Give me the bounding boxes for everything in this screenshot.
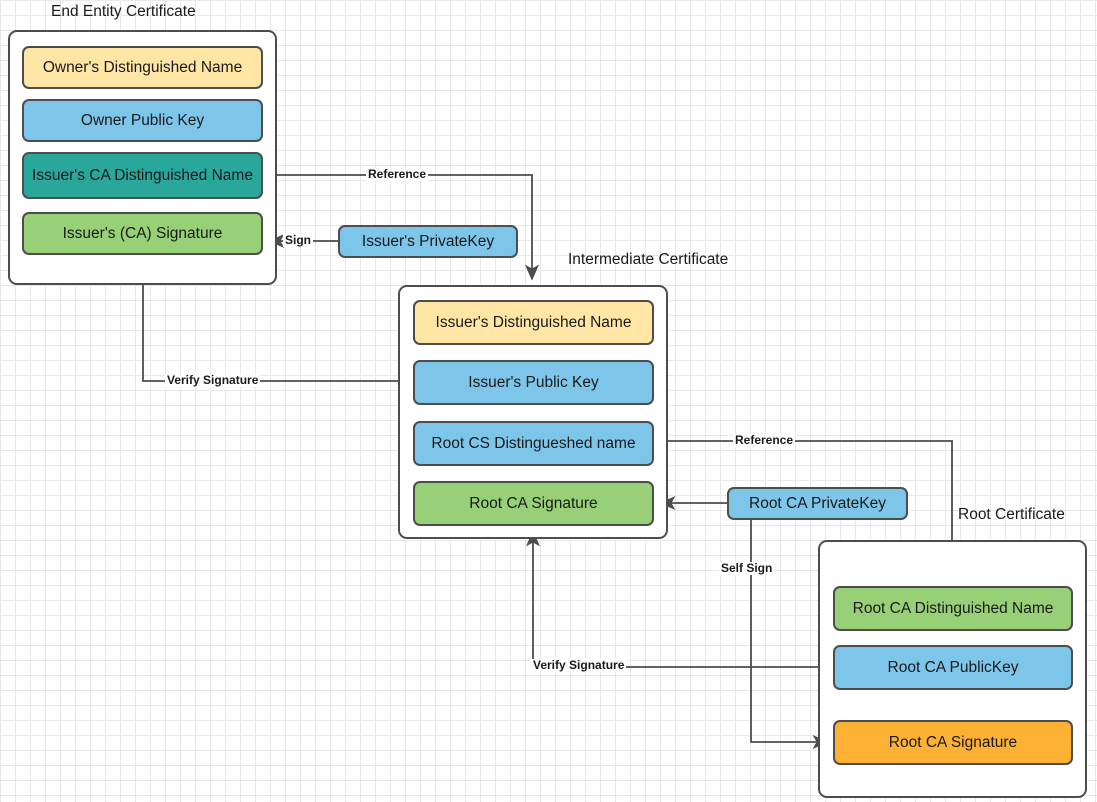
end-entity-row-issuer-ca-distinguished-name[interactable]: Issuer's CA Distinguished Name bbox=[22, 152, 263, 199]
root-row-label: Root CA Distinguished Name bbox=[852, 599, 1054, 617]
intermediate-certificate-title: Intermediate Certificate bbox=[568, 251, 729, 268]
intermediate-row-root-cs-distingueshed-name[interactable]: Root CS Distingueshed name bbox=[413, 421, 654, 466]
intermediate-row-label: Issuer's Distinguished Name bbox=[435, 313, 632, 331]
end-entity-row-owner-distinguished-name[interactable]: Owner's Distinguished Name bbox=[22, 46, 263, 89]
end-entity-row-label: Issuer's (CA) Signature bbox=[62, 224, 223, 242]
edge-label-verify-signature-top: Verify Signature bbox=[165, 373, 261, 387]
edge-verify-signature-bottom bbox=[525, 530, 833, 668]
root-row-root-ca-distinguished-name[interactable]: Root CA Distinguished Name bbox=[833, 586, 1073, 631]
end-entity-certificate-title: End Entity Certificate bbox=[51, 3, 196, 20]
intermediate-row-issuers-distinguished-name[interactable]: Issuer's Distinguished Name bbox=[413, 300, 654, 345]
edge-label-reference-bottom: Reference bbox=[733, 433, 796, 447]
end-entity-row-label: Issuer's CA Distinguished Name bbox=[32, 166, 253, 184]
intermediate-row-label: Root CS Distingueshed name bbox=[431, 434, 636, 452]
edge-label-reference-top: Reference bbox=[366, 167, 429, 181]
edge-label-verify-signature-bottom: Verify Signature bbox=[531, 658, 627, 672]
edge-label-self-sign: Self Sign bbox=[719, 561, 775, 575]
intermediate-row-label: Root CA Signature bbox=[469, 494, 598, 512]
root-row-root-ca-publickey[interactable]: Root CA PublicKey bbox=[833, 645, 1073, 690]
root-ca-privatekey-box[interactable]: Root CA PrivateKey bbox=[727, 487, 908, 520]
intermediate-row-label: Issuer's Public Key bbox=[468, 373, 599, 391]
end-entity-row-owner-public-key[interactable]: Owner Public Key bbox=[22, 99, 263, 142]
edge-label-sign: Sign bbox=[283, 233, 313, 247]
edge-self-sign bbox=[750, 520, 829, 750]
root-certificate-title: Root Certificate bbox=[958, 506, 1065, 523]
intermediate-row-root-ca-signature[interactable]: Root CA Signature bbox=[413, 481, 654, 526]
root-row-label: Root CA PublicKey bbox=[887, 658, 1019, 676]
root-ca-privatekey-label: Root CA PrivateKey bbox=[749, 494, 886, 512]
end-entity-row-label: Owner's Distinguished Name bbox=[42, 58, 243, 76]
root-row-root-ca-signature[interactable]: Root CA Signature bbox=[833, 720, 1073, 765]
end-entity-row-label: Owner Public Key bbox=[80, 111, 205, 129]
issuers-privatekey-box[interactable]: Issuer's PrivateKey bbox=[338, 225, 518, 258]
end-entity-row-issuer-ca-signature[interactable]: Issuer's (CA) Signature bbox=[22, 212, 263, 255]
root-row-label: Root CA Signature bbox=[888, 733, 1018, 751]
intermediate-row-issuers-public-key[interactable]: Issuer's Public Key bbox=[413, 360, 654, 405]
issuers-privatekey-label: Issuer's PrivateKey bbox=[361, 232, 495, 250]
